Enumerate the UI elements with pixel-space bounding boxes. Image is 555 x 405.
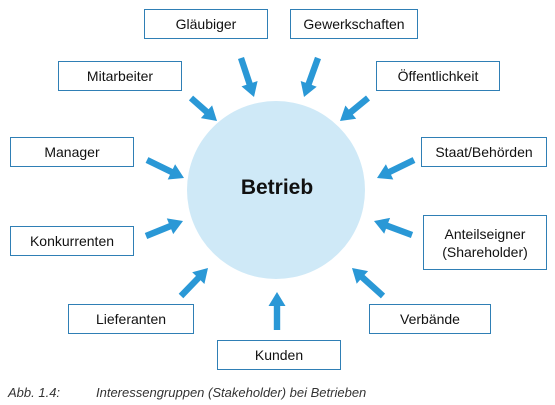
box-gewerkschaften: Gewerkschaften — [290, 9, 418, 39]
box-manager: Manager — [10, 137, 134, 167]
label-konkurrenten: Konkurrenten — [29, 233, 115, 249]
label-kunden: Kunden — [254, 347, 304, 363]
arrow-verbaende — [352, 268, 386, 299]
label-manager: Manager — [44, 144, 100, 160]
arrow-konkurrenten — [144, 218, 183, 239]
caption-text: Interessengruppen (Stakeholder) bei Betr… — [96, 385, 367, 400]
box-anteilseigner: Anteilseigner (Shareholder) — [423, 215, 547, 270]
box-verbaende: Verbände — [369, 304, 491, 334]
label-oeffentlichkeit: Öffentlichkeit — [397, 68, 479, 84]
arrow-manager — [145, 157, 184, 180]
box-staat-behoerden: Staat/Behörden — [421, 137, 547, 167]
label-mitarbeiter: Mitarbeiter — [86, 68, 154, 84]
arrows — [144, 56, 416, 330]
arrow-gewerkschaften — [300, 56, 321, 97]
label-lieferanten: Lieferanten — [95, 311, 167, 327]
label-verbaende: Verbände — [400, 311, 460, 327]
label-gewerkschaften: Gewerkschaften — [303, 16, 405, 32]
arrow-mitarbeiter — [188, 95, 217, 121]
label-anteilseigner: Anteilseigner (Shareholder) — [442, 225, 528, 260]
arrow-glaeubiger — [238, 57, 258, 97]
arrow-anteilseigner — [374, 217, 414, 238]
center-label: Betrieb — [240, 176, 314, 199]
box-konkurrenten: Konkurrenten — [10, 226, 134, 256]
arrow-staat-behoerden — [377, 157, 416, 180]
arrow-oeffentlichkeit — [340, 95, 370, 121]
arrow-kunden — [268, 292, 286, 330]
box-kunden: Kunden — [217, 340, 341, 370]
box-glaeubiger: Gläubiger — [144, 9, 268, 39]
label-staat-behoerden: Staat/Behörden — [435, 144, 533, 160]
box-mitarbeiter: Mitarbeiter — [58, 61, 182, 91]
caption-number: Abb. 1.4: — [8, 385, 61, 400]
box-oeffentlichkeit: Öffentlichkeit — [376, 61, 500, 91]
company-circle — [187, 101, 365, 279]
label-glaeubiger: Gläubiger — [175, 16, 237, 32]
arrow-lieferanten — [178, 268, 208, 299]
box-lieferanten: Lieferanten — [68, 304, 194, 334]
